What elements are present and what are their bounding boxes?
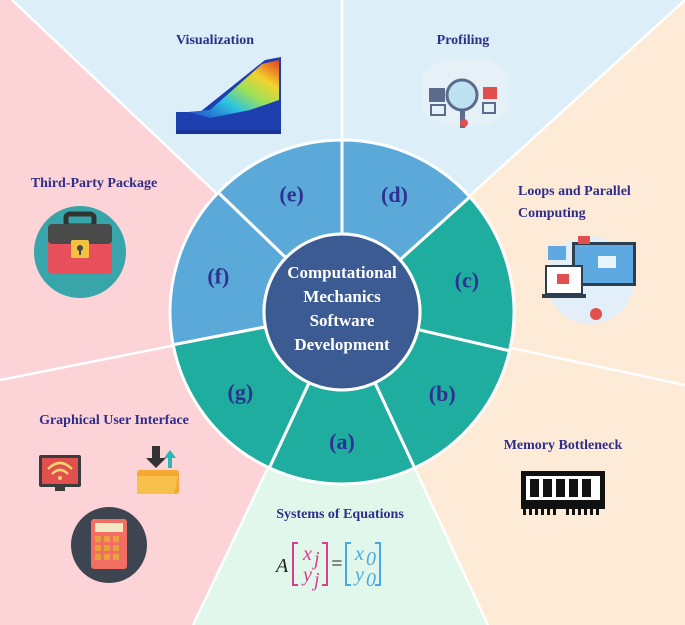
equation-yj-sub: j bbox=[311, 569, 320, 591]
equation-x0-sub: 0 bbox=[366, 548, 376, 570]
ring-segment-label-4: (d) bbox=[381, 182, 408, 207]
equation-y0: y bbox=[353, 564, 364, 586]
label-loops-line2: Computing bbox=[518, 206, 586, 221]
label-visualization: Visualization bbox=[176, 33, 254, 48]
ring-segment-label-7: (g) bbox=[228, 379, 254, 404]
ring-segment-label-5: (e) bbox=[279, 181, 303, 206]
briefcase-lock-icon bbox=[34, 206, 126, 298]
equation-xj: x bbox=[302, 543, 312, 565]
label-loops-line1: Loops and Parallel bbox=[518, 184, 631, 199]
label-gui: Graphical User Interface bbox=[39, 413, 189, 428]
multi-screen-video-icon bbox=[542, 236, 636, 324]
magnifier-analytics-icon bbox=[423, 58, 508, 128]
equation-equals: = bbox=[330, 553, 344, 575]
label-third-party: Third-Party Package bbox=[31, 176, 157, 191]
calculator-icon bbox=[71, 507, 147, 583]
ram-module-icon bbox=[521, 471, 605, 515]
label-profiling: Profiling bbox=[437, 33, 490, 48]
equation-y0-sub: 0 bbox=[366, 569, 376, 591]
center-line-2: Mechanics bbox=[303, 287, 381, 306]
ring-segment-label-6: (f) bbox=[207, 263, 229, 288]
equation-yj: y bbox=[301, 564, 312, 586]
download-folder-icon bbox=[137, 446, 179, 494]
equation-xj-sub: j bbox=[311, 548, 320, 570]
segment-ring: (a) (b) (c) (d) (e) (f) (g) bbox=[168, 138, 516, 486]
label-systems: Systems of Equations bbox=[276, 507, 404, 522]
equation-A: A bbox=[274, 555, 289, 577]
slope-stability-heatmap-icon bbox=[176, 57, 281, 134]
label-memory: Memory Bottleneck bbox=[504, 438, 623, 453]
ring-segment-label-2: (b) bbox=[429, 381, 456, 406]
wifi-monitor-icon bbox=[39, 455, 81, 491]
ring-segment-label-3: (c) bbox=[455, 268, 479, 293]
center-line-4: Development bbox=[294, 335, 390, 354]
center-line-3: Software bbox=[310, 311, 375, 330]
ring-segment-label-1: (a) bbox=[329, 429, 355, 454]
matrix-equation: A x j y j = x 0 y 0 bbox=[274, 542, 381, 591]
equation-x0: x bbox=[354, 543, 364, 565]
center-circle bbox=[262, 232, 422, 392]
center-line-1: Computational bbox=[287, 263, 397, 282]
